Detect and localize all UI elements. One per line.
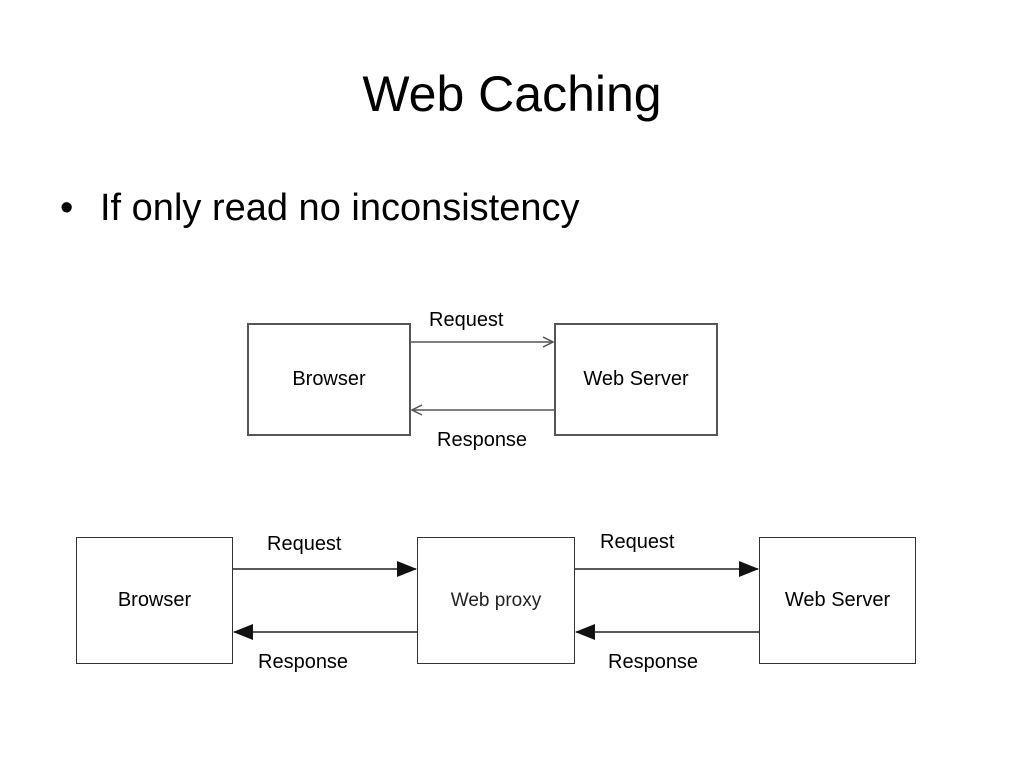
top-web-server-box: Web Server (554, 323, 718, 436)
bottom-request-right-label: Request (600, 531, 675, 553)
bottom-response-right-label: Response (608, 651, 699, 673)
top-request-label: Request (429, 309, 504, 331)
top-browser-box: Browser (247, 323, 411, 436)
bottom-browser-box: Browser (76, 537, 233, 664)
bottom-web-server-label: Web Server (784, 589, 891, 611)
bottom-browser-label: Browser (117, 589, 192, 611)
bullet-dot-icon: • (60, 187, 74, 229)
bullet-text: If only read no inconsistency (100, 187, 580, 229)
slide-title: Web Caching (362, 66, 662, 122)
bottom-web-server-box: Web Server (759, 537, 916, 664)
top-web-server-label: Web Server (583, 368, 689, 390)
bottom-response-left-label: Response (258, 651, 349, 673)
top-browser-label: Browser (292, 368, 366, 390)
bullet-item: • If only read no inconsistency (60, 184, 580, 232)
top-response-label: Response (437, 429, 528, 451)
bottom-request-left-label: Request (267, 533, 342, 555)
web-proxy-box: Web proxy (417, 537, 575, 664)
web-proxy-label: Web proxy (450, 589, 542, 611)
